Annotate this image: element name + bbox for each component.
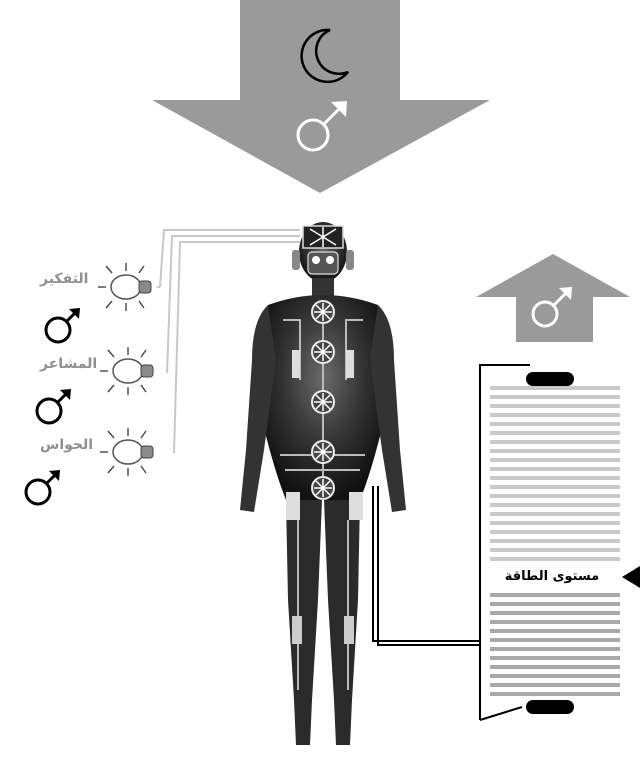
label-senses: الحواس: [40, 437, 93, 453]
energy-level-label: مستوى الطاقة: [490, 566, 614, 588]
meter-stripe: [490, 521, 620, 525]
meter-stripe: [490, 485, 620, 489]
bulb-thinking-icon: [98, 263, 151, 311]
meter-stripe: [490, 467, 620, 471]
meter-stripe: [490, 431, 620, 435]
meter-stripe: [490, 674, 620, 678]
meter-stripe: [490, 440, 620, 444]
meter-stripe: [490, 557, 620, 561]
thinking-male-symbol-icon: [46, 308, 80, 342]
meter-stripe: [490, 611, 620, 615]
meter-lines: [490, 386, 620, 696]
meter-stripe: [490, 476, 620, 480]
senses-male-symbol-icon: [26, 470, 60, 504]
energy-meter: [480, 372, 640, 720]
meter-stripe: [490, 665, 620, 669]
label-thinking: التفكير: [40, 271, 88, 287]
label-feelings: المشاعر: [40, 356, 97, 372]
meter-stripe: [490, 512, 620, 516]
bulb-feelings-icon: [100, 347, 153, 395]
meter-stripe: [490, 593, 620, 597]
meter-stripe: [490, 656, 620, 660]
meter-stripe: [490, 629, 620, 633]
meter-stripe: [490, 692, 620, 696]
top-arrow: [152, 0, 490, 193]
meter-stripe: [490, 413, 620, 417]
meter-stripe: [490, 647, 620, 651]
human-figure: [240, 222, 406, 745]
meter-stripe: [490, 404, 620, 408]
right-arrow: [476, 254, 630, 342]
meter-stripe: [490, 548, 620, 552]
feelings-male-symbol-icon: [37, 389, 71, 423]
meter-stripe: [490, 602, 620, 606]
meter-stripe: [490, 620, 620, 624]
meter-stripe: [490, 530, 620, 534]
meter-stripe: [490, 458, 620, 462]
meter-stripe: [490, 422, 620, 426]
meter-stripe: [490, 494, 620, 498]
meter-stripe: [490, 683, 620, 687]
meter-pointer-icon: [622, 566, 640, 588]
meter-stripe: [490, 539, 620, 543]
bulb-senses-icon: [100, 428, 153, 476]
meter-stripe: [490, 638, 620, 642]
meter-stripe: [490, 386, 620, 390]
meter-stripe: [490, 449, 620, 453]
meter-stripe: [490, 395, 620, 399]
meter-stripe: [490, 503, 620, 507]
